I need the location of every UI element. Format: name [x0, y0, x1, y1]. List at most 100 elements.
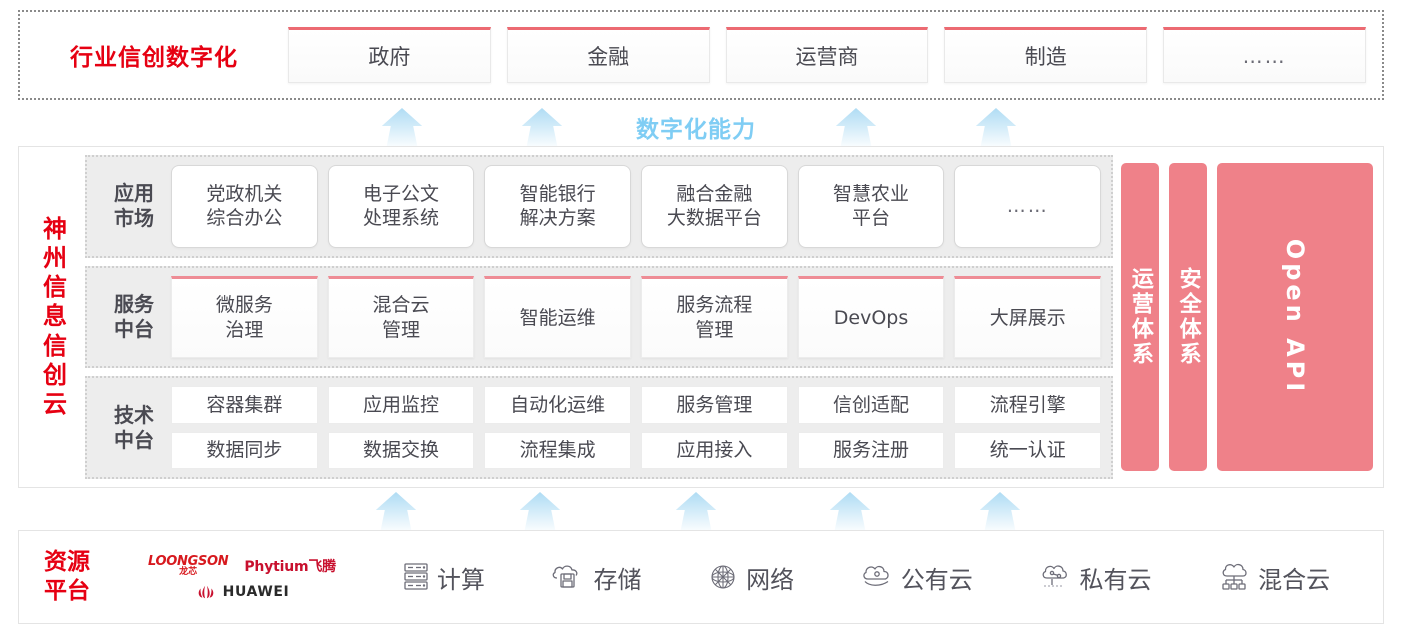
- cloud-platform-title: 神 州 信 息 信 创 云: [19, 147, 85, 487]
- panel-security-system[interactable]: 安全体系: [1168, 163, 1207, 471]
- resource-platform-title: 资源 平台: [44, 549, 90, 604]
- cloud-layer-stack: 应用 市场 党政机关 综合办公 电子公文: [85, 155, 1113, 480]
- layer-application-market: 应用 市场 党政机关 综合办公 电子公文: [85, 155, 1113, 258]
- panel-operations-system[interactable]: 运营体系: [1121, 163, 1159, 471]
- cloud-title-char: 州: [43, 243, 67, 272]
- resource-item-label: 网络: [746, 565, 795, 594]
- resource-item-network[interactable]: 网络: [707, 560, 794, 595]
- cell-process-integration[interactable]: 流程集成: [484, 431, 632, 470]
- arrow-up-icon: [668, 492, 724, 532]
- industry-card-manufacturing[interactable]: 制造: [944, 27, 1148, 83]
- phytium-logo: Phytium飞腾: [244, 558, 336, 575]
- industry-band: 行业信创数字化 政府 金融 运营商 制造 ……: [18, 10, 1384, 100]
- network-mesh-icon: [711, 565, 735, 589]
- cloud-platform-body: 应用 市场 党政机关 综合办公 电子公文: [85, 147, 1383, 487]
- panel-label-security: 安全体系: [1175, 267, 1201, 367]
- vendor-row-bottom: HUAWEI: [195, 584, 290, 600]
- vendor-logo-group: LOONGSON 龙芯 Phytium飞腾 HUAWEI: [115, 555, 369, 600]
- huawei-mark-icon: [198, 585, 213, 598]
- industry-card-finance[interactable]: 金融: [506, 27, 710, 83]
- huawei-logo: HUAWEI: [195, 584, 290, 600]
- panel-label-open-api: Open API: [1280, 238, 1309, 396]
- resource-item-storage[interactable]: 存储: [550, 560, 641, 595]
- cloud-title-char: 信: [43, 273, 67, 302]
- cloud-title-char: 信: [43, 331, 67, 360]
- cloud-title-char: 创: [43, 360, 67, 389]
- resource-item-compute[interactable]: 计算: [402, 560, 485, 595]
- industry-card-list: 政府 金融 运营商 制造 ……: [288, 27, 1382, 83]
- resource-item-label: 混合云: [1258, 565, 1331, 594]
- resource-platform-box: 资源 平台 LOONGSON 龙芯 Phytium飞腾: [18, 530, 1384, 624]
- layer-label-application-market: 应用 市场: [114, 181, 154, 231]
- hybrid-cloud-icon: [1222, 563, 1247, 590]
- arrow-up-icon: [374, 108, 430, 148]
- resource-item-hybrid-cloud[interactable]: 混合云: [1217, 560, 1330, 595]
- cloud-title-char: 云: [43, 390, 67, 419]
- resource-item-label: 计算: [436, 565, 485, 594]
- cell-container-cluster[interactable]: 容器集群: [171, 386, 318, 424]
- arrow-up-icon: [512, 492, 568, 532]
- public-cloud-icon: [863, 565, 889, 586]
- resource-item-list: 计算 存储: [369, 560, 1383, 595]
- cell-edoc-system[interactable]: 电子公文 处理系统: [327, 165, 475, 248]
- cloud-platform-box: 神 州 信 息 信 创 云 应用 市场 党政机关: [18, 146, 1384, 488]
- cell-service-registry[interactable]: 服务注册: [797, 431, 945, 470]
- capability-arrow-band-top: 数字化能力: [0, 104, 1402, 148]
- arrow-up-icon: [514, 108, 570, 148]
- capability-label: 数字化能力: [636, 117, 756, 143]
- layer-cell-list: 党政机关 综合办公 电子公文 处理系统 智能银行: [171, 165, 1102, 248]
- cell-hybrid-cloud-mgmt[interactable]: 混合云 管理: [327, 275, 475, 359]
- industry-band-title: 行业信创数字化: [70, 45, 238, 71]
- cell-smart-agriculture[interactable]: 智慧农业 平台: [797, 165, 945, 248]
- cell-app-monitoring[interactable]: 应用监控: [327, 386, 475, 424]
- layer-cell-list: 微服务 治理 混合云 管理 智能运维: [171, 275, 1102, 359]
- tech-row: 数据同步 数据交换 流程集成 应用接入 服务注册 统一认证: [171, 431, 1102, 470]
- resource-item-label: 私有云: [1079, 565, 1152, 594]
- cloud-title-char: 息: [43, 302, 67, 331]
- resource-item-label: 公有云: [900, 565, 973, 594]
- resource-item-public-cloud[interactable]: 公有云: [860, 560, 973, 595]
- industry-card-carrier[interactable]: 运营商: [725, 27, 929, 83]
- layer-label-technology-platform: 技术 中台: [114, 402, 154, 452]
- layer-service-platform: 服务 中台 微服务 治理 混合云 管: [85, 265, 1113, 369]
- cell-microservice-governance[interactable]: 微服务 治理: [171, 275, 318, 359]
- cell-service-process-mgmt[interactable]: 服务流程 管理: [641, 275, 788, 359]
- cell-automated-ops[interactable]: 自动化运维: [484, 386, 632, 424]
- cell-unified-auth[interactable]: 统一认证: [954, 431, 1102, 470]
- cell-service-management[interactable]: 服务管理: [641, 386, 788, 424]
- cloud-title-char: 神: [43, 214, 67, 243]
- cell-gov-office[interactable]: 党政机关 综合办公: [171, 165, 318, 248]
- industry-card-more[interactable]: ……: [1163, 27, 1366, 83]
- cell-data-exchange[interactable]: 数据交换: [327, 431, 475, 470]
- industry-card-government[interactable]: 政府: [288, 27, 491, 83]
- capability-arrow-band-bottom: [0, 488, 1402, 532]
- server-rack-icon: [404, 563, 428, 590]
- layer-label-service-platform: 服务 中台: [114, 292, 154, 341]
- cell-smart-bank[interactable]: 智能银行 解决方案: [484, 165, 632, 248]
- cell-devops[interactable]: DevOps: [797, 275, 945, 359]
- layer-technology-platform: 技术 中台 容器集群 应用监控 自动化运维 服务管理 信创适配 流程引擎: [85, 376, 1113, 480]
- loongson-logo: LOONGSON 龙芯: [148, 553, 229, 577]
- cell-xinchuang-adaptation[interactable]: 信创适配: [797, 386, 945, 424]
- resource-item-label: 存储: [593, 565, 642, 594]
- cell-big-screen-display[interactable]: 大屏展示: [954, 275, 1102, 359]
- tech-cell-grid: 容器集群 应用监控 自动化运维 服务管理 信创适配 流程引擎 数据同步 数据交换…: [171, 386, 1102, 470]
- vendor-row-top: LOONGSON 龙芯 Phytium飞腾: [148, 555, 336, 577]
- arrow-up-icon: [822, 492, 878, 532]
- panel-open-api[interactable]: Open API: [1216, 163, 1373, 471]
- panel-label-operations: 运营体系: [1127, 267, 1153, 367]
- arrow-up-icon: [968, 108, 1024, 148]
- vertical-panel-group: 运营体系 安全体系 Open API: [1121, 155, 1373, 479]
- cell-smart-ops[interactable]: 智能运维: [484, 275, 632, 359]
- cell-data-sync[interactable]: 数据同步: [171, 431, 318, 470]
- tech-row: 容器集群 应用监控 自动化运维 服务管理 信创适配 流程引擎: [171, 386, 1102, 424]
- cell-finance-bigdata[interactable]: 融合金融 大数据平台: [641, 165, 788, 248]
- arrow-up-icon: [828, 108, 884, 148]
- arrow-up-icon: [972, 492, 1028, 532]
- cell-process-engine[interactable]: 流程引擎: [954, 386, 1102, 424]
- cell-app-more[interactable]: ……: [954, 165, 1102, 248]
- cloud-storage-icon: [553, 565, 578, 588]
- resource-item-private-cloud[interactable]: 私有云: [1038, 560, 1151, 595]
- cell-app-access[interactable]: 应用接入: [641, 431, 788, 470]
